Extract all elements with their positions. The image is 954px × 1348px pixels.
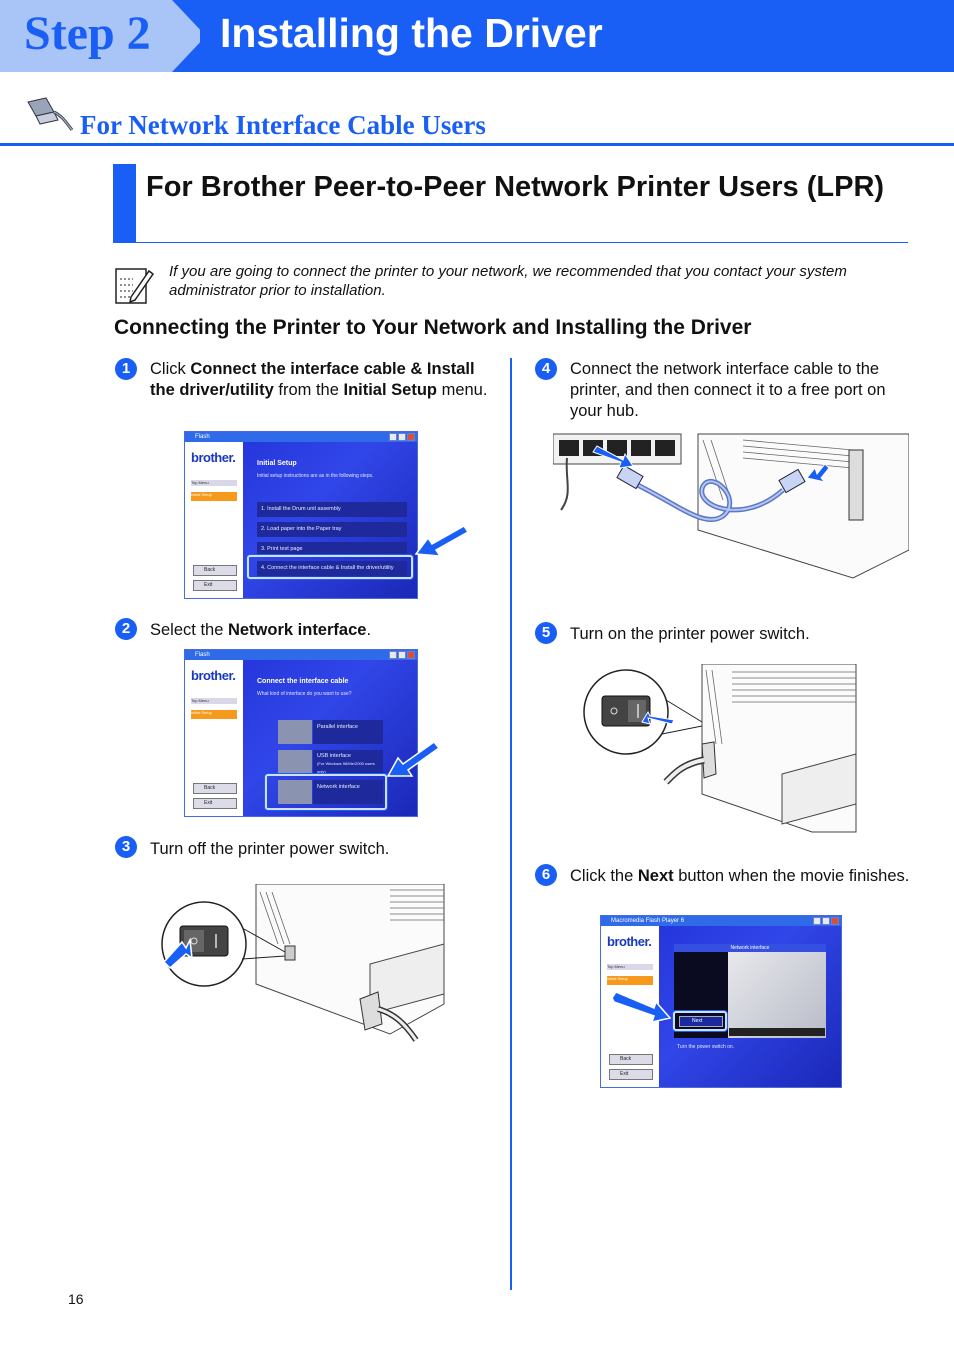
- note-pencil-icon: [115, 268, 155, 304]
- panel-subtitle: Initial setup instructions are as in the…: [257, 473, 374, 479]
- step-badge-1: 1: [115, 358, 137, 380]
- step-arrow-tab: [0, 0, 200, 72]
- step-6-text: Click the Next button when the movie fin…: [570, 867, 910, 885]
- page-number: 16: [68, 1291, 84, 1307]
- brother-logo: brother.: [607, 934, 652, 949]
- menu-top: Top Menu: [191, 698, 237, 704]
- title-bar: Macromedia Flash Player 6: [601, 916, 841, 926]
- step-1-text: Click Connect the interface cable & Inst…: [150, 360, 488, 399]
- step-badge-6: 6: [535, 864, 557, 886]
- exit-button: Exit: [609, 1069, 653, 1080]
- interface-select-screenshot: Flash brother. Top Menu Initial Setup Ba…: [184, 649, 418, 817]
- panel-subtitle: What kind of interface do you want to us…: [257, 691, 352, 697]
- step-badge-5: 5: [535, 622, 557, 644]
- usb-cable-icon: [278, 750, 312, 774]
- back-button: Back: [193, 783, 237, 794]
- subsection-title: For Brother Peer-to-Peer Network Printer…: [146, 171, 885, 203]
- page-title: Installing the Driver: [220, 10, 603, 56]
- network-cable-icon: [27, 97, 74, 131]
- setup-item-3: 3. Print test page: [257, 542, 407, 557]
- initial-setup-screenshot: Flash brother. Top Menu Initial Setup Ba…: [184, 431, 418, 599]
- player-controls: [729, 1028, 825, 1036]
- menu-top: Top Menu: [607, 964, 653, 970]
- setup-item-1: 1. Install the Drum unit assembly: [257, 502, 407, 517]
- maximize-button: [822, 917, 830, 925]
- note-text: If you are going to connect the printer …: [169, 263, 847, 299]
- step-badge-3: 3: [115, 836, 137, 858]
- procedure-heading: Connecting the Printer to Your Network a…: [114, 316, 752, 339]
- panel-title: Network interface: [674, 944, 826, 952]
- brother-logo: brother.: [191, 668, 236, 683]
- menu-initial-setup: Initial Setup: [191, 710, 237, 719]
- back-button: Back: [609, 1054, 653, 1065]
- setup-item-2: 2. Load paper into the Paper tray: [257, 522, 407, 537]
- menu-initial-setup: Initial Setup: [191, 492, 237, 501]
- parallel-interface-option: Parallel interface: [313, 720, 383, 744]
- flash-player-screenshot: Macromedia Flash Player 6 brother. Top M…: [600, 915, 842, 1088]
- maximize-button: [398, 651, 406, 659]
- next-button: Next: [679, 1016, 723, 1027]
- panel-title: Connect the interface cable: [257, 678, 349, 685]
- close-button: [831, 917, 839, 925]
- section-title: For Network Interface Cable Users: [80, 110, 486, 140]
- panel-title: Initial Setup: [257, 460, 297, 467]
- step-badge-2: 2: [115, 618, 137, 640]
- highlight-box: [673, 1011, 727, 1031]
- maximize-button: [398, 433, 406, 441]
- step-badge-4: 4: [535, 358, 557, 380]
- brother-logo: brother.: [191, 450, 236, 465]
- network-cable-icon: [278, 780, 312, 804]
- step-5-text: Turn on the printer power switch.: [570, 625, 810, 643]
- step-4-text: Connect the network interface cable to t…: [570, 360, 886, 420]
- column-divider: [510, 358, 512, 1290]
- minimize-button: [389, 433, 397, 441]
- highlight-box: [265, 774, 387, 810]
- parallel-cable-icon: [278, 720, 312, 744]
- subsection-rule: [113, 242, 908, 243]
- close-button: [407, 651, 415, 659]
- movie-frame: [728, 952, 826, 1038]
- usb-interface-option: USB interface(For Windows 98/Me/2000 use…: [313, 750, 383, 774]
- step-3-text: Turn off the printer power switch.: [150, 840, 390, 858]
- title-bar: Flash: [185, 650, 417, 660]
- caption-text: Turn the power switch on.: [677, 1044, 735, 1050]
- setup-item-4: 4. Connect the interface cable & Install…: [257, 561, 407, 576]
- network-interface-option: Network interface: [313, 780, 383, 804]
- back-button: Back: [193, 565, 237, 576]
- menu-initial-setup: Initial Setup: [607, 976, 653, 985]
- pointer-arrow-icon: [386, 740, 440, 777]
- step-2-text: Select the Network interface.: [150, 621, 372, 639]
- menu-top: Top Menu: [191, 480, 237, 486]
- network-cable-illustration: [553, 433, 909, 579]
- power-switch-off-illustration: [161, 884, 445, 1042]
- power-switch-on-illustration: [583, 664, 857, 833]
- header-band: Step 2 Installing the Driver: [0, 0, 954, 72]
- highlight-box: [247, 555, 413, 579]
- subsection-bar: [113, 164, 136, 243]
- section-rule: [0, 143, 954, 146]
- minimize-button: [389, 651, 397, 659]
- minimize-button: [813, 917, 821, 925]
- pointer-arrow-icon: [611, 991, 672, 1024]
- exit-button: Exit: [193, 580, 237, 591]
- step-label: Step 2: [24, 7, 151, 60]
- pointer-arrow-icon: [414, 525, 468, 557]
- title-bar: Flash: [185, 432, 417, 442]
- close-button: [407, 433, 415, 441]
- exit-button: Exit: [193, 798, 237, 809]
